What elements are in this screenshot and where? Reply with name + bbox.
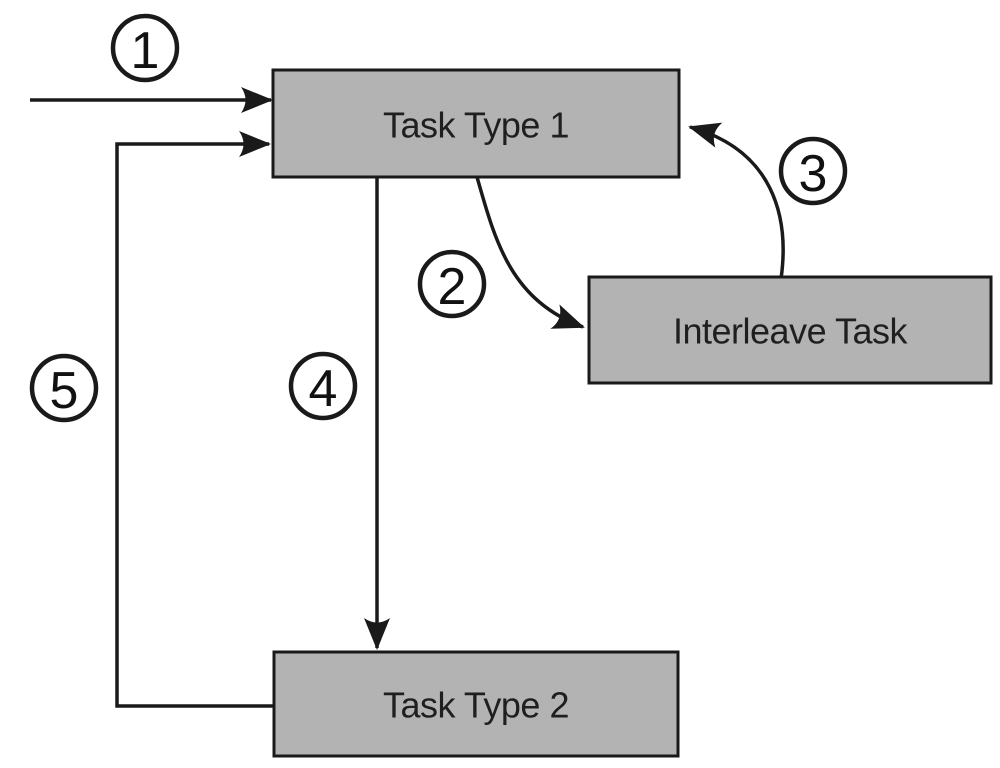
step-label-5-number: 5 [50, 362, 79, 420]
step-label-3-circle [778, 136, 848, 206]
box-task-type-2-rect [272, 650, 680, 758]
step-label-5: 5 [29, 353, 99, 423]
box-task-type-2: Task Type 2 [272, 650, 680, 758]
step-label-2-circle [417, 249, 487, 319]
step-label-4-number: 4 [309, 360, 338, 418]
step-label-4: 4 [288, 351, 358, 421]
step-label-2: 2 [417, 249, 487, 319]
box-task-type-2-label: Task Type 2 [383, 685, 569, 726]
step-label-5-circle [29, 353, 99, 423]
box-interleave-task: Interleave Task [587, 275, 993, 385]
arrow-3 [688, 122, 785, 280]
step-label-4-circle [288, 351, 358, 421]
step-label-2-number: 2 [438, 258, 467, 316]
step-label-3-number: 3 [799, 145, 828, 203]
arrow-5 [115, 131, 276, 708]
step-label-3: 3 [778, 136, 848, 206]
step-label-1-circle [110, 13, 180, 83]
arrow-2 [475, 176, 585, 329]
step-label-1-number: 1 [131, 22, 160, 80]
box-task-type-1: Task Type 1 [271, 68, 681, 179]
box-interleave-task-rect [587, 275, 993, 385]
step-label-1: 1 [110, 13, 180, 83]
box-task-type-1-rect [271, 68, 681, 179]
box-interleave-task-label: Interleave Task [673, 311, 908, 352]
box-task-type-1-label: Task Type 1 [383, 105, 569, 146]
